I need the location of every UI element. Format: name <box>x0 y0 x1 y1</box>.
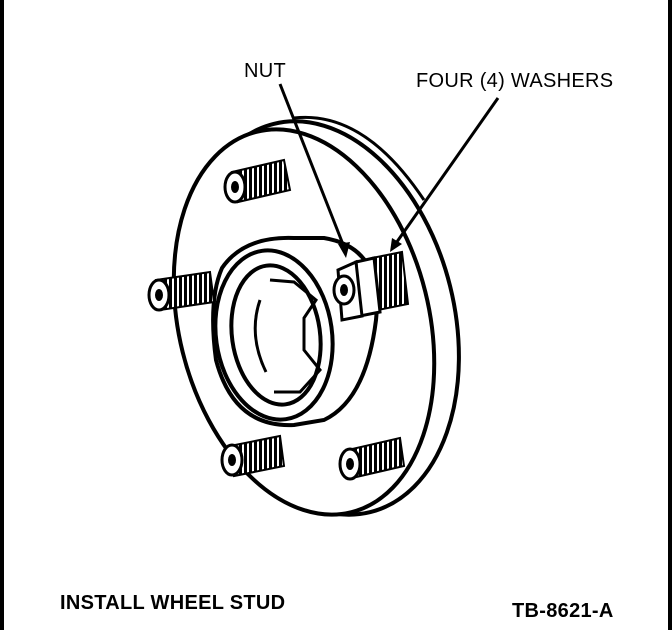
wheel-stud-lower-left <box>220 434 286 478</box>
wheel-stud-lower-right <box>338 436 406 481</box>
figure-caption: INSTALL WHEEL STUD <box>60 592 286 614</box>
new-stud-with-nut-and-washers <box>332 250 410 322</box>
washers-leader-line <box>392 97 500 247</box>
nut-arrowhead <box>338 242 350 258</box>
nut-leader-line <box>278 83 348 253</box>
wheel-stud-upper-left <box>223 158 292 204</box>
center-bore <box>211 235 379 428</box>
washers-label: FOUR (4) WASHERS <box>416 70 614 92</box>
wheel-hub-illustration <box>147 83 500 517</box>
wheel-stud-left <box>147 270 216 312</box>
nut-label: NUT <box>244 60 287 82</box>
washers-arrowhead <box>390 238 402 252</box>
figure-id: TB-8621-A <box>512 600 614 622</box>
